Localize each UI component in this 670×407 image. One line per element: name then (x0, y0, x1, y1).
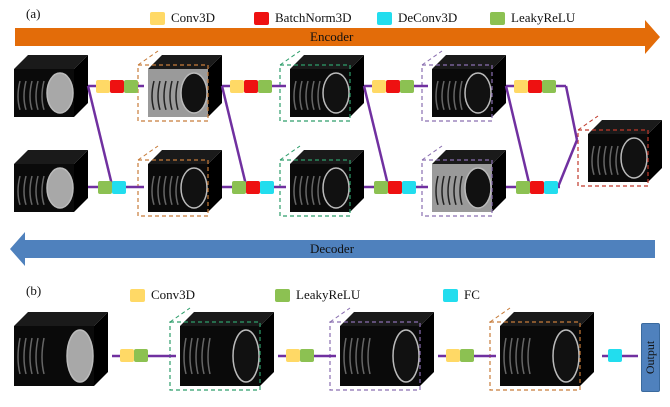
legend-label: LeakyReLU (511, 10, 576, 25)
skip-connector (504, 85, 532, 188)
deconv3d-block (260, 181, 274, 194)
conv3d-swatch-icon (130, 288, 145, 302)
reconstructed-mri-volume (14, 150, 88, 212)
encoder-label: Encoder (310, 29, 354, 44)
legend-label: DeConv3D (398, 10, 458, 25)
encoder-feature-2-volume (279, 50, 364, 122)
skip-connector (362, 85, 390, 186)
decoder-arrow (10, 232, 655, 266)
leakyrelu-block (300, 349, 314, 362)
encoder-block-group (96, 80, 138, 93)
skip-connector (220, 85, 248, 186)
leakyrelu-block (134, 349, 148, 362)
batchnorm3d-swatch-icon (254, 11, 269, 25)
batchnorm3d-block (244, 80, 258, 93)
conv3d-block (372, 80, 386, 93)
bottleneck-connector (564, 85, 579, 141)
panel-b-label: (b) (26, 283, 42, 298)
leakyrelu-block (232, 181, 246, 194)
encoder-arrow (15, 20, 660, 54)
legend-label: Conv3D (151, 287, 196, 302)
legend-b-fc: FC (443, 287, 480, 303)
fc-block (608, 349, 622, 362)
legend-deconv3d: DeConv3D (377, 10, 457, 26)
batchnorm3d-block (386, 80, 400, 93)
feature-1-volume (169, 307, 274, 391)
legend-leakyrelu: LeakyReLU (490, 10, 575, 26)
output-label: Output (643, 340, 657, 375)
leakyrelu-swatch-icon (490, 11, 505, 25)
decoder-feature-2-volume (279, 145, 364, 217)
legend-label: FC (464, 287, 480, 302)
conv3d-block (446, 349, 460, 362)
bottleneck-feature-volume (577, 115, 662, 187)
output-box: Output (641, 323, 660, 392)
batchnorm3d-block (110, 80, 124, 93)
leakyrelu-block (460, 349, 474, 362)
conv3d-block (120, 349, 134, 362)
panel-b-block-group (120, 349, 148, 362)
encoder-feature-3-volume (421, 50, 506, 122)
leakyrelu-block (516, 181, 530, 194)
panel-b-block-group (446, 349, 474, 362)
leakyrelu-block (98, 181, 112, 194)
leakyrelu-swatch-icon (275, 288, 290, 302)
leakyrelu-block (374, 181, 388, 194)
leakyrelu-block (124, 80, 138, 93)
encoder-block-group (514, 80, 556, 93)
panel-a-label: (a) (26, 6, 41, 21)
decoder-block-group (374, 181, 416, 194)
leakyrelu-block (542, 80, 556, 93)
leakyrelu-block (258, 80, 272, 93)
panel-b-block-group (286, 349, 314, 362)
legend-b-conv3d: Conv3D (130, 287, 195, 303)
legend-batchnorm3d: BatchNorm3D (254, 10, 352, 26)
decoder-block-group (232, 181, 274, 194)
batchnorm3d-block (246, 181, 260, 194)
decoder-label: Decoder (310, 241, 355, 256)
decoder-feature-1-volume (137, 145, 222, 217)
batchnorm3d-block (528, 80, 542, 93)
input-mri-volume (14, 312, 108, 386)
decoder-feature-3-volume (421, 145, 506, 217)
legend-label: Conv3D (171, 10, 216, 25)
leakyrelu-block (400, 80, 414, 93)
encoder-block-group (230, 80, 272, 93)
batchnorm3d-block (388, 181, 402, 194)
encoder-feature-1-volume (137, 50, 222, 122)
conv3d-block (230, 80, 244, 93)
conv3d-block (514, 80, 528, 93)
decoder-block-group (98, 181, 126, 194)
feature-2-volume (329, 307, 434, 391)
conv3d-block (286, 349, 300, 362)
skip-connector (86, 85, 114, 186)
decoder-block-group (516, 181, 558, 194)
deconv3d-block (112, 181, 126, 194)
encoder-block-group (372, 80, 414, 93)
legend-label: BatchNorm3D (275, 10, 352, 25)
input-mri-volume (14, 55, 88, 117)
batchnorm3d-block (530, 181, 544, 194)
legend-b-leakyrelu: LeakyReLU (275, 287, 360, 303)
fc-block-group (608, 349, 622, 362)
bottleneck-connector (556, 139, 579, 188)
fc-swatch-icon (443, 288, 458, 302)
deconv3d-block (544, 181, 558, 194)
deconv3d-block (402, 181, 416, 194)
legend-conv3d: Conv3D (150, 10, 215, 26)
conv3d-swatch-icon (150, 11, 165, 25)
feature-3-volume (489, 307, 594, 391)
legend-label: LeakyReLU (296, 287, 361, 302)
deconv3d-swatch-icon (377, 11, 392, 25)
conv3d-block (96, 80, 110, 93)
